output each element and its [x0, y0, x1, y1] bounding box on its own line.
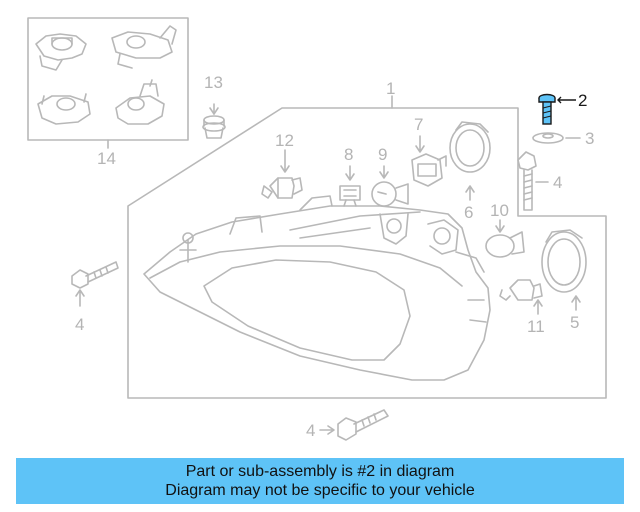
callout-1: 1 — [386, 79, 396, 98]
part-13-grommet — [202, 103, 226, 139]
part-1-headlamp-housing — [127, 95, 607, 399]
callout-8: 8 — [344, 145, 354, 164]
callout-9: 9 — [378, 145, 388, 164]
banner-line-2: Diagram may not be specific to your vehi… — [165, 482, 475, 499]
callout-6: 6 — [464, 203, 474, 222]
callout-4-right: 4 — [553, 173, 563, 192]
callout-5: 5 — [570, 313, 580, 332]
info-banner: Part or sub-assembly is #2 in diagram Di… — [16, 458, 624, 504]
callout-13: 13 — [204, 73, 223, 92]
callout-4-bottom: 4 — [306, 421, 316, 440]
part-4-bolt-left — [71, 261, 119, 307]
callout-10: 10 — [490, 201, 509, 220]
part-7-socket — [411, 135, 447, 187]
part-9-bulb — [371, 165, 409, 207]
part-10-bulb — [485, 219, 525, 258]
callout-14: 14 — [97, 149, 116, 168]
part-8-bulb — [339, 165, 361, 207]
part-2-highlight-screw — [538, 93, 576, 125]
callout-3: 3 — [585, 129, 595, 148]
part-14-kit-box — [27, 17, 189, 141]
part-4-bolt-bottom — [319, 409, 389, 441]
callout-11: 11 — [527, 317, 545, 336]
banner-line-1: Part or sub-assembly is #2 in diagram — [185, 463, 455, 480]
part-6-cap — [449, 121, 491, 201]
part-12-bulb — [261, 149, 303, 199]
part-3-washer — [532, 132, 581, 144]
part-4-bolt-right — [517, 151, 549, 211]
callout-12: 12 — [275, 131, 294, 150]
part-5-cap — [541, 229, 587, 311]
callout-4-left: 4 — [75, 315, 85, 334]
callout-2: 2 — [578, 91, 588, 110]
callout-7: 7 — [414, 115, 424, 134]
part-11-bulb — [499, 279, 543, 315]
